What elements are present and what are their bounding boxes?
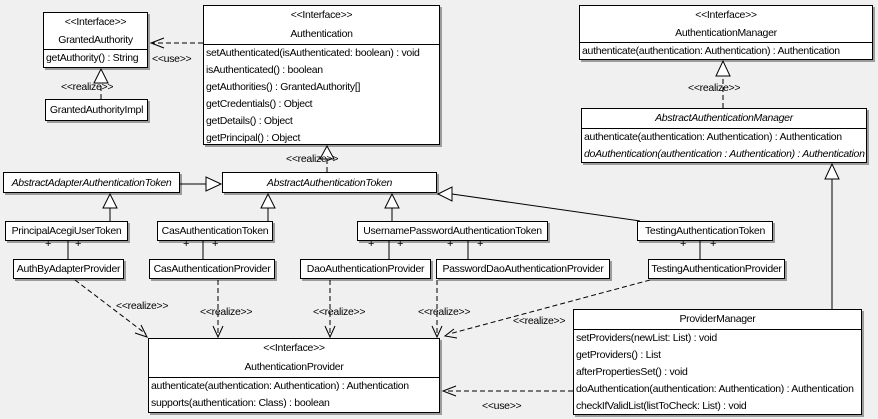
class-auth-by-adapter-provider[interactable]: AuthByAdapterProvider [13,259,124,279]
class-principal-acegi-user-token[interactable]: PrincipalAcegiUserToken [5,221,128,241]
class-name: TestingAuthenticationProvider [651,263,782,275]
realize-label: <<realize>> [513,315,566,327]
class-name: CasAuthenticationProvider [153,263,271,275]
class-testing-authentication-provider[interactable]: TestingAuthenticationProvider [648,259,785,279]
cardinality-plus: + [75,238,82,250]
class-name: UsernamePasswordAuthenticationToken [363,225,542,237]
class-cas-authentication-provider[interactable]: CasAuthenticationProvider [149,259,275,279]
class-authentication-manager[interactable]: <<Interface>> AuthenticationManager auth… [579,5,873,60]
realize-label: <<realize>> [418,306,471,318]
class-abstract-adapter-authentication-token[interactable]: AbstractAdapterAuthenticationToken [3,172,180,193]
method: doAuthentication(authentication: Authent… [576,383,854,395]
stereotype: <<Interface>> [64,16,127,28]
method: supports(authentication: Class) : boolea… [151,397,330,409]
class-granted-authority[interactable]: <<Interface>> GrantedAuthority getAuthor… [43,12,148,68]
method: authenticate(authentication: Authenticat… [584,131,842,143]
class-authentication[interactable]: <<Interface>> Authentication setAuthenti… [203,5,440,145]
class-abstract-authentication-token[interactable]: AbstractAuthenticationToken [222,172,437,193]
method: getDetails() : Object [206,115,293,127]
cardinality-plus: + [45,238,52,250]
class-name: PasswordDaoAuthenticationProvider [442,263,604,275]
realize-label: <<realize>> [116,300,169,312]
method: isAuthenticated() : boolean [206,64,323,76]
method: authenticate(authentication: Authenticat… [582,45,840,57]
class-authentication-provider[interactable]: <<Interface>> AuthenticationProvider aut… [148,338,440,413]
method: getPrincipal() : Object [206,132,301,144]
class-name: AbstractAuthenticationToken [266,176,393,189]
use-label: <<use>> [482,400,522,412]
class-name: TestingAuthenticationToken [644,225,766,237]
realize-label: <<realize>> [61,81,114,93]
method: afterPropertiesSet() : void [576,366,688,378]
method: setAuthenticated(isAuthenticated: boolea… [206,47,420,59]
class-provider-manager[interactable]: ProviderManager setProviders(newList: Li… [573,309,862,415]
cardinality-plus: + [710,238,717,250]
class-granted-authority-impl[interactable]: GrantedAuthorityImpl [45,99,148,121]
class-name: AuthenticationManager [675,27,777,39]
class-dao-authentication-provider[interactable]: DaoAuthenticationProvider [300,259,431,279]
realize-label: <<realize>> [286,153,339,165]
class-name: GrantedAuthorityImpl [49,104,144,116]
cardinality-plus: + [447,238,454,250]
method: getAuthorities() : GrantedAuthority[] [206,81,361,93]
method: getCredentials() : Object [206,98,313,110]
class-name: GrantedAuthority [58,34,133,46]
method: getProviders() : List [576,349,661,361]
cardinality-plus: + [680,238,687,250]
class-name: CasAuthenticationToken [161,225,269,237]
use-label: <<use>> [152,53,192,65]
realize-label: <<realize>> [200,306,253,318]
class-name: ProviderManager [679,313,756,325]
realize-label: <<realize>> [688,82,741,94]
class-name: Authentication [290,28,353,40]
cardinality-plus: + [477,238,484,250]
class-abstract-authentication-manager[interactable]: AbstractAuthenticationManager authentica… [581,108,867,163]
method: setProviders(newList: List) : void [576,332,717,344]
class-name: PrincipalAcegiUserToken [11,225,122,237]
method: getAuthority() : String [46,52,139,64]
method: authenticate(authentication: Authenticat… [151,380,409,392]
stereotype: <<Interface>> [290,9,353,21]
stereotype: <<Interface>> [263,342,325,354]
association-lines [67,241,701,259]
realize-label: <<realize>> [313,306,366,318]
class-username-password-authentication-token[interactable]: UsernamePasswordAuthenticationToken [357,221,548,241]
class-name: AbstractAuthenticationManager [655,112,793,124]
cardinality-plus: + [397,238,404,250]
cardinality-plus: + [368,238,375,250]
method: doAuthentication(authentication : Authen… [584,148,865,160]
class-testing-authentication-token[interactable]: TestingAuthenticationToken [637,221,773,241]
method: checkIfValidList(listToCheck: List) : vo… [576,400,747,412]
cardinality-plus: + [183,238,190,250]
cardinality-plus: + [212,238,219,250]
class-password-dao-authentication-provider[interactable]: PasswordDaoAuthenticationProvider [436,259,610,279]
stereotype: <<Interface>> [695,9,757,21]
class-name: AbstractAdapterAuthenticationToken [11,176,172,189]
class-cas-authentication-token[interactable]: CasAuthenticationToken [157,221,273,241]
class-name: DaoAuthenticationProvider [306,263,425,275]
class-name: AuthenticationProvider [244,361,344,373]
class-name: AuthByAdapterProvider [16,263,121,275]
